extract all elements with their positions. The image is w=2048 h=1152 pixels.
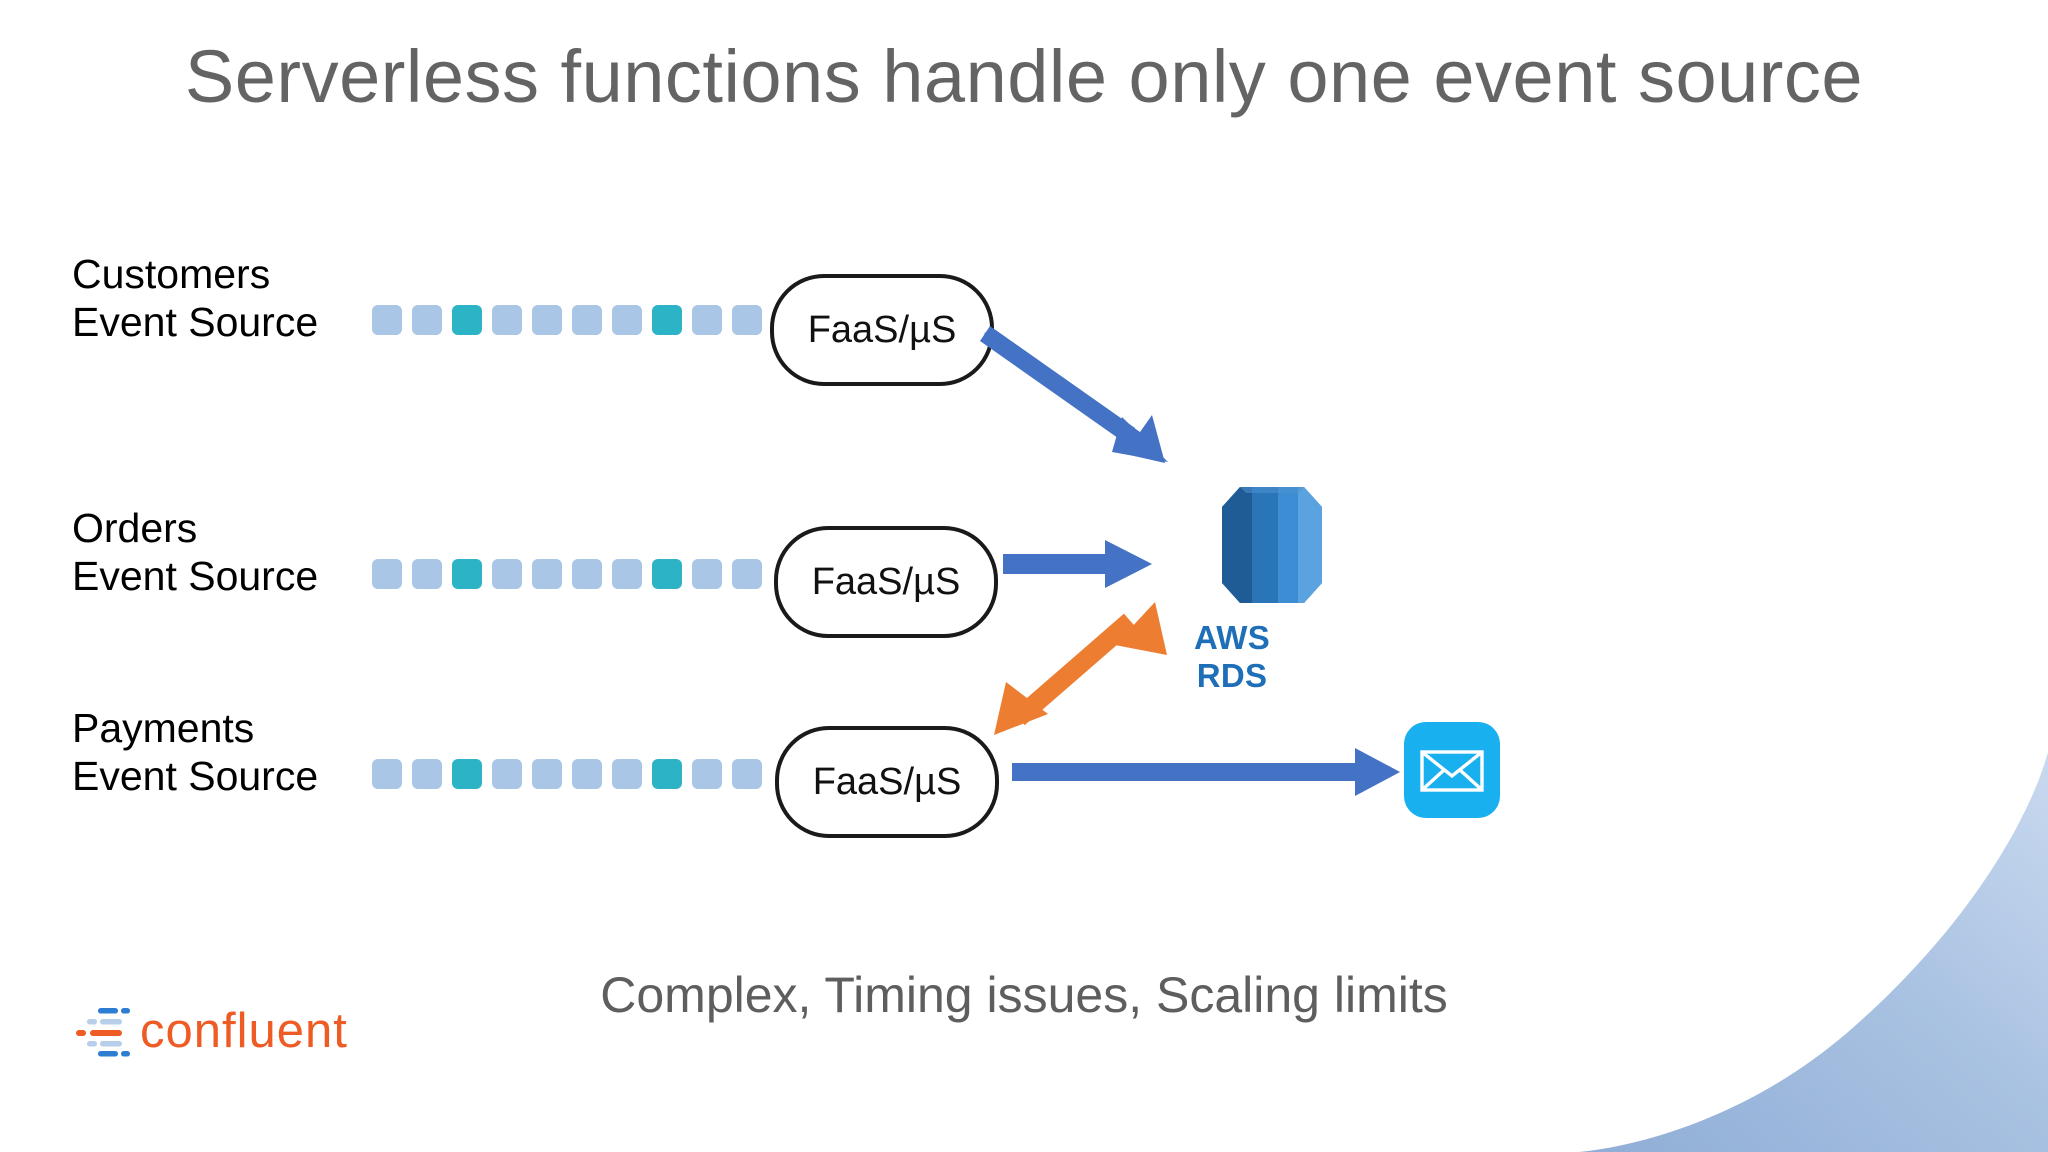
source-label-line2: Event Source	[72, 553, 319, 600]
event-square	[532, 305, 562, 335]
faas-node-payments[interactable]: FaaS/µS	[775, 726, 999, 838]
event-square	[412, 559, 442, 589]
event-square-highlighted	[652, 759, 682, 789]
source-label-line1: Payments	[72, 705, 255, 751]
event-square	[692, 305, 722, 335]
event-stream-orders	[372, 559, 762, 589]
source-label-line2: Event Source	[72, 299, 319, 346]
event-square	[492, 305, 522, 335]
event-square-highlighted	[652, 559, 682, 589]
event-square	[612, 305, 642, 335]
mail-icon[interactable]	[1404, 722, 1500, 818]
event-square	[412, 759, 442, 789]
source-label-customers: Customers Event Source	[72, 250, 402, 347]
event-square	[532, 559, 562, 589]
event-square	[372, 305, 402, 335]
event-square	[732, 759, 762, 789]
source-label-payments: Payments Event Source	[72, 704, 402, 801]
aws-rds-label: AWS RDS	[1193, 619, 1271, 694]
event-square	[572, 559, 602, 589]
event-square	[732, 305, 762, 335]
flow-row-customers: Customers Event Source FaaS/µS	[0, 250, 2048, 400]
aws-rds-icon	[1222, 487, 1322, 603]
confluent-mark-icon	[76, 1008, 130, 1057]
source-label-line1: Orders	[72, 505, 198, 551]
event-square	[372, 559, 402, 589]
event-square	[532, 759, 562, 789]
flow-row-payments: Payments Event Source FaaS/µS	[0, 704, 2048, 854]
event-square	[692, 559, 722, 589]
event-square	[572, 759, 602, 789]
event-square	[372, 759, 402, 789]
event-square-highlighted	[452, 759, 482, 789]
event-square-highlighted	[452, 305, 482, 335]
aws-rds-node[interactable]: AWS RDS	[1162, 477, 1382, 695]
source-label-line2: Event Source	[72, 753, 319, 800]
event-square-highlighted	[452, 559, 482, 589]
faas-node-label: FaaS/µS	[812, 760, 962, 803]
event-square	[412, 305, 442, 335]
faas-node-label: FaaS/µS	[811, 560, 961, 603]
event-square	[492, 559, 522, 589]
event-square	[612, 559, 642, 589]
event-square	[572, 305, 602, 335]
event-square	[692, 759, 722, 789]
faas-node-customers[interactable]: FaaS/µS	[770, 274, 994, 386]
envelope-glyph	[1420, 750, 1484, 792]
slide-caption: Complex, Timing issues, Scaling limits	[600, 967, 1448, 1023]
event-stream-payments	[372, 759, 762, 789]
faas-node-label: FaaS/µS	[807, 308, 957, 351]
event-square	[492, 759, 522, 789]
event-stream-customers	[372, 305, 762, 335]
flow-row-orders: Orders Event Source FaaS/µS	[0, 504, 2048, 654]
event-square	[612, 759, 642, 789]
confluent-logo: confluent	[72, 1000, 348, 1062]
event-square-highlighted	[652, 305, 682, 335]
source-label-line1: Customers	[72, 251, 271, 297]
confluent-wordmark: confluent	[140, 1003, 348, 1058]
source-label-orders: Orders Event Source	[72, 504, 402, 601]
page-title: Serverless functions handle only one eve…	[184, 35, 1864, 118]
faas-node-orders[interactable]: FaaS/µS	[774, 526, 998, 638]
event-square	[732, 559, 762, 589]
